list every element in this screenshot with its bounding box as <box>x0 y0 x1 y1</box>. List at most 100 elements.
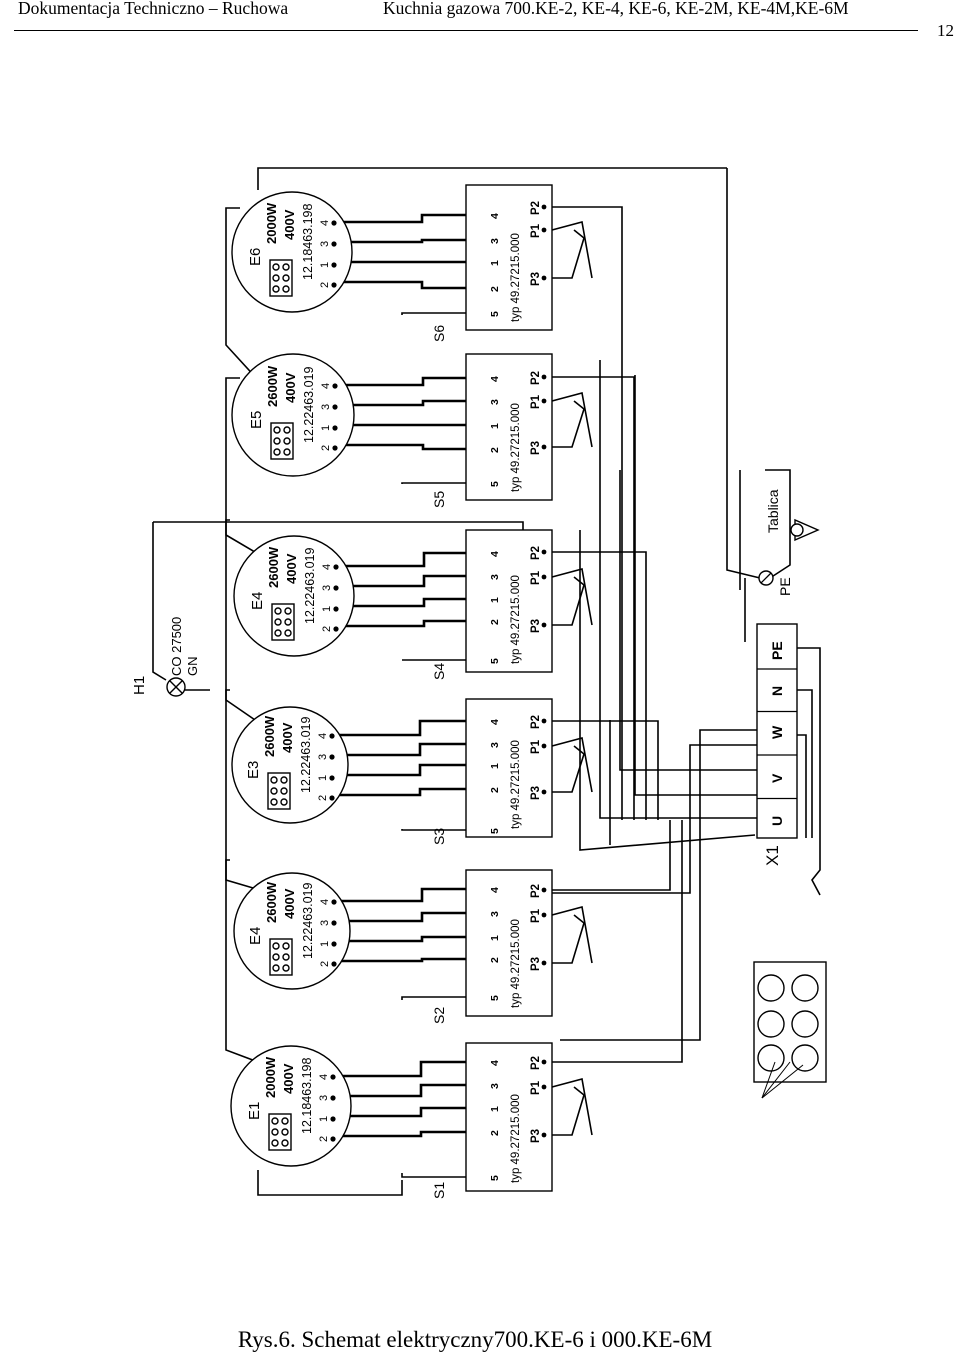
socket-pin <box>270 798 278 806</box>
heater-wire <box>336 619 494 628</box>
hotplate-power: 2000W <box>264 202 279 244</box>
switch-terminal: 1 <box>489 597 501 603</box>
terminal-block-id: X1 <box>763 845 782 866</box>
socket-pin <box>281 1128 289 1136</box>
hotplate-terminal: 1 <box>319 262 331 268</box>
wire <box>551 906 593 964</box>
terminal-label: W <box>769 725 785 739</box>
switch-type: typ 49.27215.000 <box>510 575 522 664</box>
heater-wire <box>336 551 494 568</box>
switch-port: P2 <box>530 371 542 385</box>
wire <box>551 568 593 626</box>
plate-label: Tablica <box>765 489 781 533</box>
page-header: Dokumentacja Techniczno – Ruchowa Kuchni… <box>0 0 960 40</box>
heater-wire <box>335 399 494 407</box>
port-dot <box>541 275 547 281</box>
switch-terminal: 2 <box>489 286 501 292</box>
switch-port: P3 <box>530 619 542 633</box>
switch-id: S4 <box>431 663 447 680</box>
switch-body <box>465 869 553 1017</box>
switch-terminal: 2 <box>489 787 501 793</box>
leader-line <box>761 1061 791 1099</box>
switch-terminal: 3 <box>489 399 501 405</box>
heater-wire <box>334 280 494 290</box>
switch-terminal: 5 <box>489 1175 501 1181</box>
wire <box>401 1173 494 1178</box>
hotplate-voltage: 400V <box>283 372 298 403</box>
hotplate-circle <box>231 706 349 824</box>
socket-pin <box>284 607 292 615</box>
heater-wire <box>334 935 494 943</box>
socket-pin <box>280 798 288 806</box>
switch-body <box>465 184 553 331</box>
terminal-dot <box>329 795 335 801</box>
port-dot <box>541 398 547 404</box>
switch-body <box>465 1042 553 1192</box>
wire <box>153 521 524 530</box>
hotplate-terminal: 2 <box>321 626 333 632</box>
port-dot <box>541 743 547 749</box>
heater-wire <box>333 1083 494 1098</box>
switch-port: P1 <box>530 739 542 754</box>
socket-pin <box>272 942 280 950</box>
page-number: 12 <box>937 21 954 40</box>
socket-pin <box>274 618 282 626</box>
hotplate-code: 12.22463.019 <box>299 716 313 793</box>
wire <box>634 375 757 796</box>
wire <box>551 1078 593 1136</box>
hotplate-voltage: 400V <box>282 209 297 240</box>
port-dot <box>541 549 547 555</box>
switch-terminal: 3 <box>489 1083 501 1089</box>
socket-pin <box>272 964 280 972</box>
switch-id: S5 <box>431 491 447 508</box>
socket-pin <box>271 1128 279 1136</box>
socket-pin <box>283 426 291 434</box>
terminal-dot <box>331 899 337 905</box>
leader-line <box>761 1061 776 1099</box>
switch-id: S3 <box>431 828 447 845</box>
heater-wire <box>332 742 494 757</box>
terminal-label: PE <box>769 641 785 660</box>
switch-terminal: 4 <box>489 887 501 893</box>
terminal-dot <box>333 626 339 632</box>
socket-pin <box>274 629 282 637</box>
switch-terminal: 5 <box>489 995 501 1001</box>
terminal-dot <box>329 754 335 760</box>
switch-terminal: 4 <box>489 719 501 725</box>
switch-terminal: 3 <box>489 911 501 917</box>
terminal-dot <box>332 445 338 451</box>
switch-port: P1 <box>530 1080 542 1095</box>
heater-wire <box>334 957 494 963</box>
hotplate-id: E1 <box>246 1102 263 1120</box>
wire <box>796 647 821 838</box>
socket-pin <box>273 437 281 445</box>
header-right: Kuchnia gazowa 700.KE-2, KE-4, KE-6, KE-… <box>383 0 849 18</box>
switch-port: P2 <box>530 201 542 215</box>
burner-circle <box>791 1044 819 1072</box>
switch-terminal: 4 <box>489 213 501 219</box>
switch-type: typ 49.27215.000 <box>510 740 522 829</box>
hotplate-id: E4 <box>247 927 264 945</box>
hotplate-id: E5 <box>248 411 265 429</box>
port-dot <box>541 204 547 210</box>
hotplate-voltage: 400V <box>280 722 295 753</box>
lamp-id: H1 <box>131 676 148 695</box>
terminal-dot <box>330 1116 336 1122</box>
hotplate-power: 2600W <box>265 365 280 407</box>
wire <box>152 522 167 681</box>
ground-circle <box>790 523 804 537</box>
wire <box>225 689 261 891</box>
terminal-dot <box>332 425 338 431</box>
hotplate-terminal: 2 <box>320 445 332 451</box>
socket-pin <box>280 787 288 795</box>
switch-id: S1 <box>431 1182 447 1199</box>
header-left: Dokumentacja Techniczno – Ruchowa <box>18 0 289 18</box>
wire <box>401 996 494 1000</box>
terminal-label: U <box>769 816 785 826</box>
wire <box>401 829 494 831</box>
hotplate-code: 12.22463.019 <box>302 366 316 443</box>
